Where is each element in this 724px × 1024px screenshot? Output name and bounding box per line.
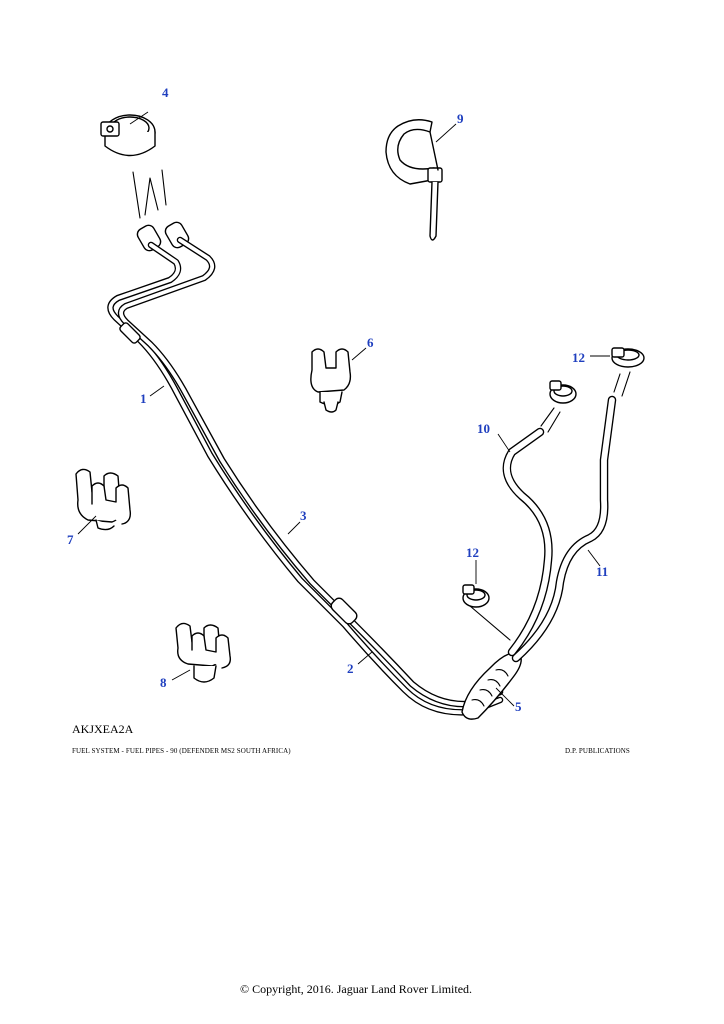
- callout-12-b: 12: [466, 545, 479, 560]
- copyright-footer: © Copyright, 2016. Jaguar Land Rover Lim…: [239, 982, 473, 996]
- callout-12-a: 12: [572, 350, 585, 365]
- callout-7: 7: [67, 532, 74, 547]
- diagram-caption: FUEL SYSTEM - FUEL PIPES - 90 (DEFENDER …: [72, 747, 291, 755]
- diagram-code: AKJXEA2A: [72, 722, 134, 736]
- callout-2: 2: [347, 661, 354, 676]
- callout-4: 4: [162, 85, 169, 100]
- pipe-end-fittings: [136, 221, 190, 252]
- pipe-clip-part-7[interactable]: [75, 468, 132, 531]
- callout-10: 10: [477, 421, 490, 436]
- cable-tie-part-9[interactable]: [385, 119, 443, 241]
- callout-1: 1: [140, 391, 147, 406]
- callout-labels: 4 9 6 12 1 10 3 7 12 11 2 8 5: [67, 85, 608, 714]
- hose-sleeve-part-5[interactable]: [461, 651, 522, 720]
- pipe-clip-part-8[interactable]: [175, 622, 232, 683]
- leader-lines: [77, 111, 610, 707]
- callout-9: 9: [457, 111, 464, 126]
- callout-3: 3: [300, 508, 307, 523]
- rigid-fuel-pipes[interactable]: [107, 236, 504, 716]
- callout-11: 11: [596, 564, 608, 579]
- parts-diagram: 4 9 6 12 1 10 3 7 12 11 2 8 5: [67, 85, 645, 720]
- hose-clamp-part-12-c[interactable]: [462, 584, 490, 608]
- pipe-clip-part-6[interactable]: [310, 348, 352, 413]
- flexible-hoses[interactable]: [469, 371, 631, 663]
- hose-clamp-part-12-b[interactable]: [549, 380, 577, 404]
- publisher-label: D.P. PUBLICATIONS: [565, 747, 630, 755]
- callout-6: 6: [367, 335, 374, 350]
- hose-clamp-part-4[interactable]: [100, 114, 167, 219]
- callout-5: 5: [515, 699, 522, 714]
- hose-clamp-part-12-a[interactable]: [611, 347, 645, 368]
- callout-8: 8: [160, 675, 167, 690]
